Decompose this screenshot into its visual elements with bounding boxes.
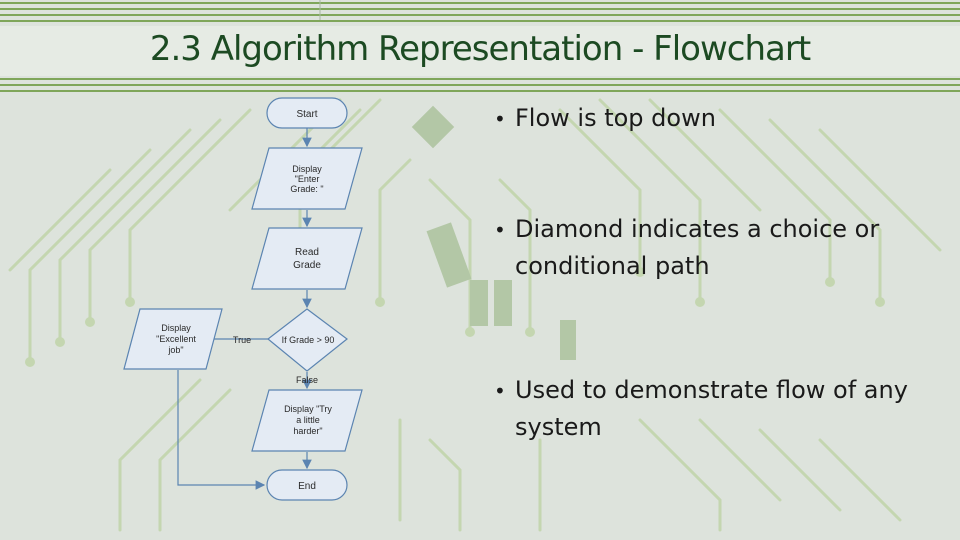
display-excellent-label-line1: Display <box>161 323 191 333</box>
start-label: Start <box>296 109 317 120</box>
display-try-harder-label-line2: a little <box>296 415 320 425</box>
bullet-item: Used to demonstrate flow of any system <box>494 372 954 445</box>
slide-title: 2.3 Algorithm Representation - Flowchart <box>149 29 811 69</box>
display-enter-grade-label-line2: "Enter <box>295 174 320 184</box>
bullet-item: Flow is top down <box>494 100 954 137</box>
display-enter-grade-label-line3: Grade: " <box>290 184 323 194</box>
end-label: End <box>298 481 316 492</box>
end-terminator <box>266 469 348 501</box>
display-enter-grade-shape <box>251 147 363 210</box>
display-enter-grade-label-line1: Display <box>292 164 322 174</box>
display-try-harder-shape <box>251 389 363 452</box>
display-try-harder-label-line1: Display "Try <box>284 404 332 414</box>
read-grade-label-line2: Grade <box>293 260 321 271</box>
decision-diamond <box>267 308 348 372</box>
arrow-excellent-to-end <box>177 370 266 490</box>
start-terminator <box>266 97 348 129</box>
read-grade-shape <box>251 227 363 290</box>
bullet-item: Diamond indicates a choice or conditiona… <box>494 211 954 284</box>
title-band <box>0 0 960 92</box>
true-label: True <box>233 335 251 345</box>
display-excellent-shape <box>123 308 223 370</box>
display-excellent-label-line2: "Excellent <box>156 334 196 344</box>
display-excellent-label-line3: job" <box>167 345 183 355</box>
display-try-harder-label-line3: harder" <box>293 426 322 436</box>
false-label: False <box>296 375 318 385</box>
decision-label: If Grade > 90 <box>282 335 335 345</box>
read-grade-label-line1: Read <box>295 247 319 258</box>
